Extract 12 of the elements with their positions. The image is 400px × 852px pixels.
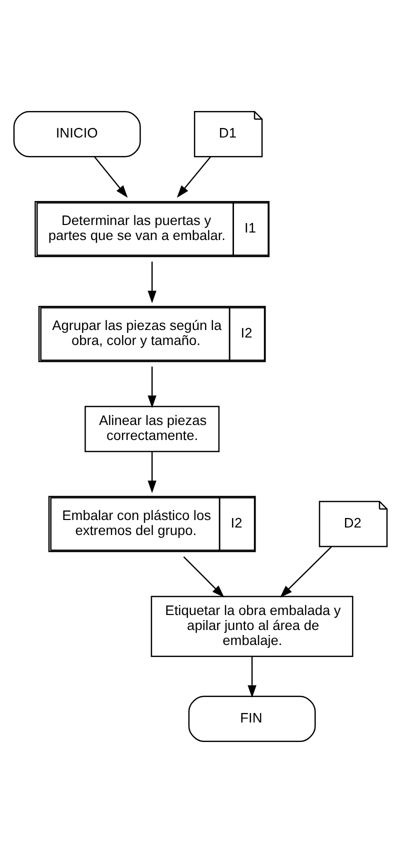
arrow [147,451,156,493]
arrow [147,261,156,303]
node-box: Etiquetar la obra embalada y apilar junto al área de embalaje. [150,595,353,657]
node-box: FIN [188,695,316,742]
arrow [94,156,128,198]
node-box: Alinear las piezas correctamente. [84,405,220,452]
arrow [176,156,211,198]
arrow [279,546,332,598]
arrow [147,366,156,408]
arrow [247,656,256,698]
arrow [182,556,224,597]
node-box: INICIO [12,110,140,157]
